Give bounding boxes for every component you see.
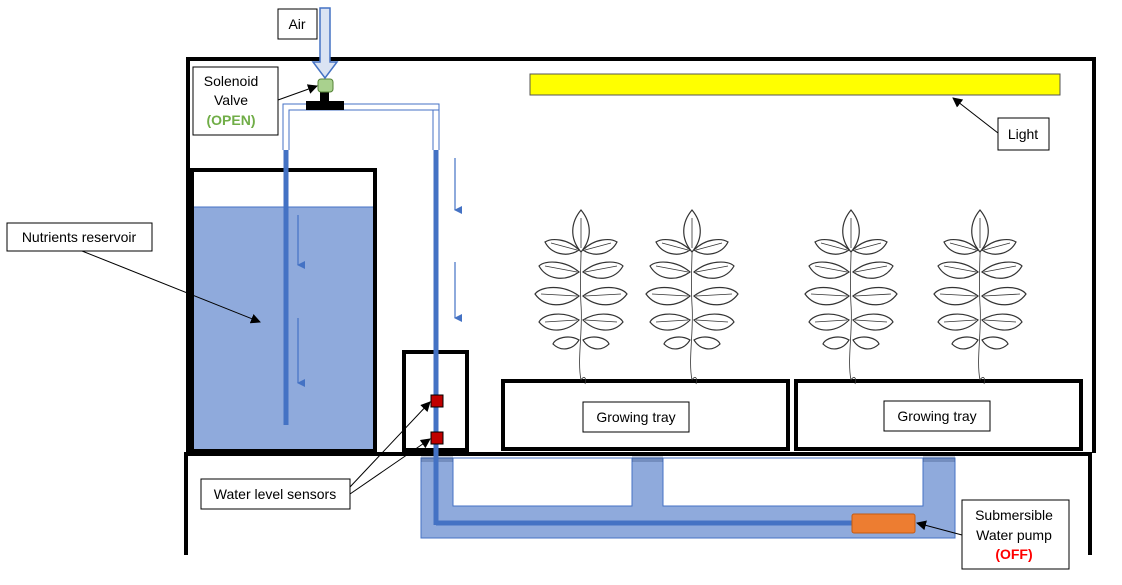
air-label-box — [277, 8, 318, 40]
reservoir-leader — [81, 250, 261, 324]
light-label-box — [997, 117, 1050, 151]
air-pipe — [282, 103, 440, 150]
pump-state: (OFF) — [995, 546, 1032, 562]
sensors-label: Water level sensors — [214, 486, 336, 502]
plant — [804, 209, 898, 385]
pump-label-box — [961, 499, 1070, 570]
air-label: Air — [288, 16, 305, 32]
reservoir-label-box — [6, 222, 153, 252]
tray-1-label-box — [582, 401, 690, 433]
pump-label-line2: Water pump — [976, 527, 1052, 543]
pump-label-line1: Submersible — [975, 507, 1053, 523]
light-leader — [952, 97, 999, 134]
solenoid-leader — [277, 84, 318, 101]
growing-tray-1 — [501, 379, 790, 451]
sensor-leader-upper — [349, 401, 431, 488]
plant — [645, 209, 739, 385]
sensor-leader-lower — [349, 438, 431, 495]
water-level-sensor-upper — [430, 394, 444, 408]
solenoid-label-line2: Valve — [214, 92, 248, 108]
solenoid-state: (OPEN) — [207, 112, 256, 128]
plant — [933, 209, 1027, 385]
growing-tray-2 — [794, 379, 1083, 451]
water-level-sensor-lower — [430, 431, 444, 445]
plant — [534, 209, 628, 385]
grow-light — [529, 73, 1061, 96]
pump-leader — [916, 520, 963, 536]
valve-stem — [320, 90, 329, 102]
tray-1-label: Growing tray — [596, 409, 675, 425]
light-label: Light — [1008, 126, 1038, 142]
tray-2-label-box — [883, 400, 991, 432]
solenoid-label-box — [192, 66, 279, 136]
sump-water — [420, 457, 956, 539]
solenoid-label-line1: Solenoid — [204, 73, 259, 89]
air-inlet-arrow — [311, 7, 339, 80]
tray-2-label: Growing tray — [897, 408, 976, 424]
submersible-pump — [851, 513, 916, 534]
sensors-label-box — [200, 478, 351, 510]
reservoir-label: Nutrients reservoir — [22, 229, 137, 245]
valve-bar — [306, 101, 344, 110]
enclosure-frame — [186, 57, 1096, 453]
solenoid-valve — [317, 78, 334, 93]
